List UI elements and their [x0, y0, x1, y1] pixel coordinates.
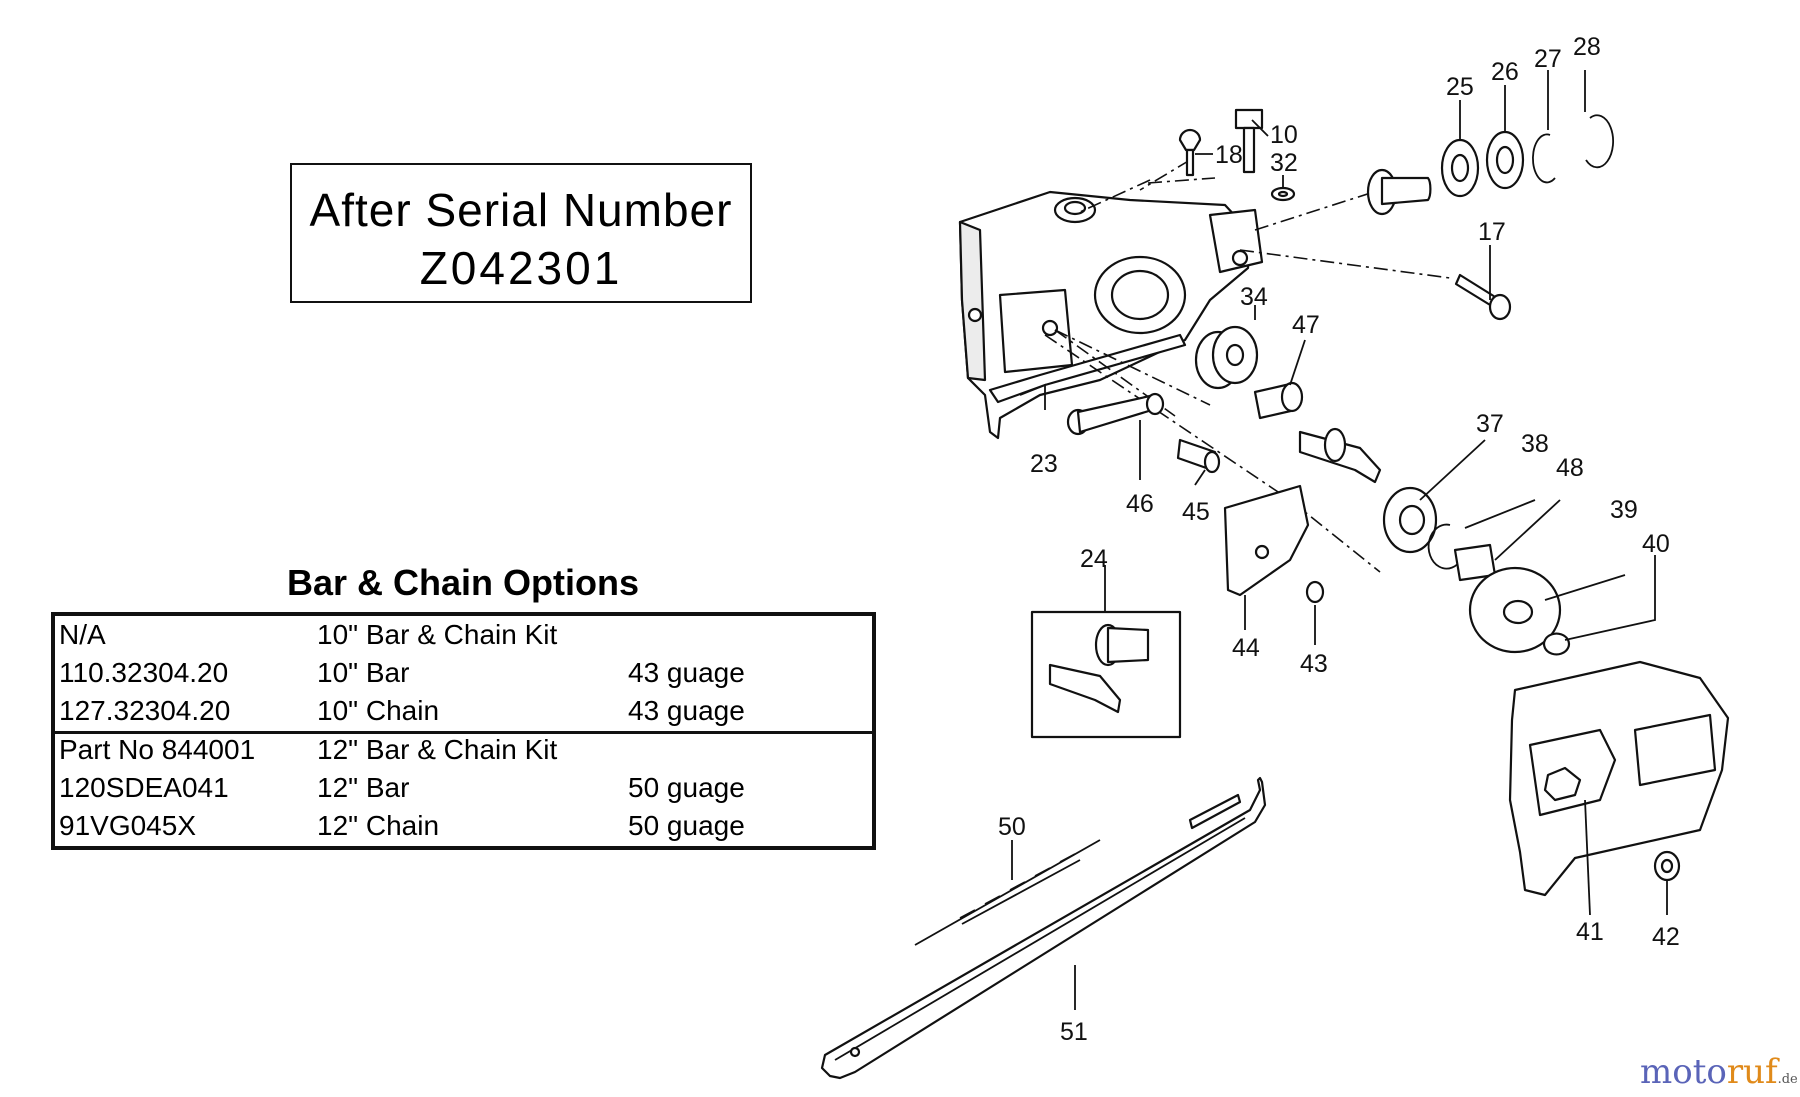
callout-24: 24 — [1080, 545, 1108, 573]
callout-37: 37 — [1476, 410, 1504, 438]
table-row: N/A 10" Bar & Chain Kit — [55, 616, 872, 654]
callout-10: 10 — [1270, 121, 1298, 149]
bolt-part — [1178, 108, 1296, 202]
callout-28: 28 — [1573, 33, 1601, 61]
part-gauge: 50 guage — [628, 772, 745, 803]
callout-50: 50 — [998, 813, 1026, 841]
callout-45: 45 — [1182, 498, 1210, 526]
callout-25: 25 — [1446, 73, 1474, 101]
clutch-drum-part — [1468, 566, 1571, 656]
callout-47: 47 — [1292, 311, 1320, 339]
site-watermark-logo: motoruf.de — [1640, 1052, 1798, 1092]
callout-23: 23 — [1030, 450, 1058, 478]
callout-27: 27 — [1534, 45, 1562, 73]
serial-notice-line1: After Serial Number — [309, 184, 733, 236]
part-number: N/A — [59, 619, 106, 650]
inset-kit-box — [1030, 610, 1182, 739]
part-description: 10" Bar & Chain Kit — [317, 619, 558, 650]
serial-number-notice: After Serial Number Z042301 — [290, 163, 752, 303]
part-description: 12" Chain — [317, 810, 440, 841]
bearing-part — [1440, 114, 1614, 198]
gear-housing-part — [958, 190, 1264, 440]
shaft-part — [1366, 168, 1432, 216]
part-number: 120SDEA041 — [59, 772, 229, 803]
callout-17: 17 — [1478, 218, 1506, 246]
options-table: N/A 10" Bar & Chain Kit 110.32304.20 10"… — [51, 612, 876, 850]
table-row: 110.32304.20 10" Bar 43 guage — [55, 654, 872, 692]
part-gauge: 43 guage — [628, 657, 745, 688]
chain-cover-part — [1508, 660, 1730, 897]
table-row: Part No 844001 12" Bar & Chain Kit — [55, 731, 872, 769]
callout-38: 38 — [1521, 430, 1549, 458]
sprocket-shaft-part — [1298, 427, 1497, 582]
callout-18: 18 — [1215, 141, 1243, 169]
callout-39: 39 — [1610, 496, 1638, 524]
part-description: 10" Bar — [317, 657, 410, 688]
table-row: 127.32304.20 10" Chain 43 guage — [55, 692, 872, 730]
part-description: 10" Chain — [317, 695, 440, 726]
guide-plate-part — [1223, 484, 1325, 604]
options-group-10in: N/A 10" Bar & Chain Kit 110.32304.20 10"… — [55, 616, 872, 734]
part-number: 91VG045X — [59, 810, 196, 841]
callout-43: 43 — [1300, 650, 1328, 678]
bolt-part — [1454, 273, 1512, 321]
guide-bar-part — [820, 776, 1267, 1080]
part-description: 12" Bar — [317, 772, 410, 803]
part-number: 110.32304.20 — [59, 657, 229, 688]
serial-notice-line2: Z042301 — [419, 242, 623, 294]
callout-51: 51 — [1060, 1018, 1088, 1046]
bolt-part — [1066, 392, 1221, 474]
callout-44: 44 — [1232, 634, 1260, 662]
callout-34: 34 — [1240, 283, 1268, 311]
table-row: 91VG045X 12" Chain 50 guage — [55, 807, 872, 845]
callout-26: 26 — [1491, 58, 1519, 86]
callout-46: 46 — [1126, 490, 1154, 518]
options-title: Bar & Chain Options — [286, 562, 640, 603]
part-number: 127.32304.20 — [59, 695, 231, 726]
table-row: 120SDEA041 12" Bar 50 guage — [55, 769, 872, 807]
part-gauge: 43 guage — [628, 695, 745, 726]
bushing-part — [1253, 381, 1304, 420]
bearing-part — [1194, 325, 1259, 390]
part-description: 12" Bar & Chain Kit — [317, 734, 558, 765]
callout-32: 32 — [1270, 149, 1298, 177]
callout-41: 41 — [1576, 918, 1604, 946]
part-number: Part No 844001 — [59, 734, 256, 765]
callout-48: 48 — [1556, 454, 1584, 482]
callout-42: 42 — [1652, 923, 1680, 951]
callout-40: 40 — [1642, 530, 1670, 558]
part-gauge: 50 guage — [628, 810, 745, 841]
options-group-12in: Part No 844001 12" Bar & Chain Kit 120SD… — [55, 731, 872, 846]
